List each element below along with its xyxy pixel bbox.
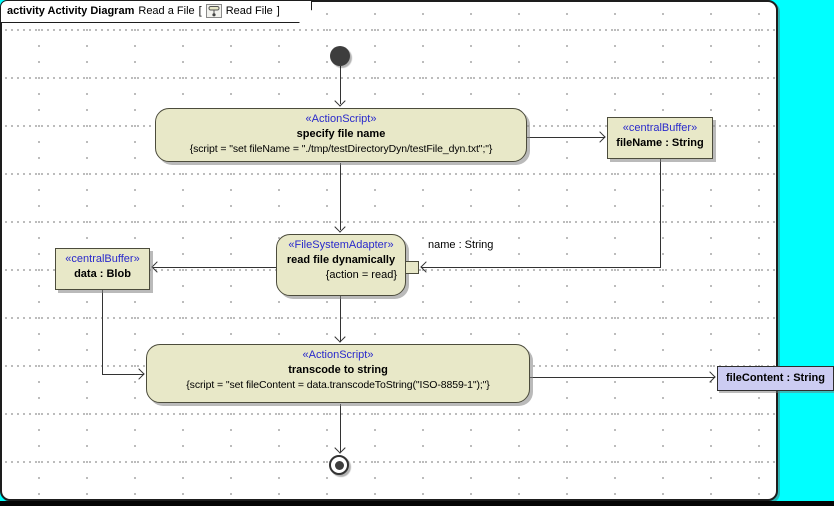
frame-bracket-open: [ <box>198 5 202 17</box>
pin-label: name : String <box>428 239 494 251</box>
buffer-name: fileName : String <box>616 137 704 149</box>
initial-node[interactable] <box>330 46 350 66</box>
edge-specify-to-filename-buffer[interactable] <box>527 137 605 138</box>
buffer-name: data : Blob <box>74 268 131 280</box>
stereotype-label: «FileSystemAdapter» <box>288 239 394 251</box>
edge-initial-to-specify[interactable] <box>340 66 341 104</box>
stereotype-label: «centralBuffer» <box>65 253 140 265</box>
edge-read-to-data-buffer[interactable] <box>152 267 276 268</box>
object-node-filecontent[interactable]: fileContent : String <box>717 366 834 391</box>
edge-read-to-transcode[interactable] <box>340 296 341 342</box>
action-property: {action = read} <box>325 269 397 281</box>
frame-diagram-ref: Read File <box>225 5 273 17</box>
edge-data-buffer-to-transcode-h[interactable] <box>102 374 144 375</box>
action-read-file-dynamically[interactable]: «FileSystemAdapter» read file dynamicall… <box>276 234 406 296</box>
central-buffer-data[interactable]: «centralBuffer» data : Blob <box>55 248 150 290</box>
window-bottom-edge <box>0 501 834 506</box>
object-node-name: fileContent : String <box>726 372 825 384</box>
central-buffer-filename[interactable]: «centralBuffer» fileName : String <box>607 117 713 159</box>
edge-filename-buffer-to-pin-v[interactable] <box>660 159 661 267</box>
final-node[interactable] <box>329 455 349 475</box>
action-specify-file-name[interactable]: «ActionScript» specify file name {script… <box>155 108 527 162</box>
edge-specify-to-read[interactable] <box>340 163 341 230</box>
activity-diagram-icon <box>206 4 222 18</box>
edge-transcode-to-final[interactable] <box>340 404 341 452</box>
final-node-dot <box>334 460 344 470</box>
action-name: specify file name <box>296 128 386 140</box>
frame-title-tab[interactable]: activity Activity Diagram Read a File [ … <box>0 0 312 23</box>
edge-filename-buffer-to-pin-h[interactable] <box>421 267 661 268</box>
action-script: {script = "set fileName = "./tmp/testDir… <box>189 143 493 155</box>
stereotype-label: «ActionScript» <box>305 113 377 125</box>
stereotype-label: «centralBuffer» <box>622 122 698 134</box>
action-name: transcode to string <box>288 364 388 376</box>
frame-keyword: activity Activity Diagram <box>7 5 135 17</box>
action-transcode-to-string[interactable]: «ActionScript» transcode to string {scri… <box>146 344 530 403</box>
action-name: read file dynamically <box>286 254 396 266</box>
input-pin-name[interactable] <box>405 261 419 274</box>
action-script: {script = "set fileContent = data.transc… <box>186 379 490 391</box>
edge-data-buffer-to-transcode-v[interactable] <box>102 290 103 374</box>
frame-bracket-close: ] <box>276 5 280 17</box>
stereotype-label: «ActionScript» <box>302 349 374 361</box>
edge-transcode-to-filecontent[interactable] <box>530 377 715 378</box>
frame-diagram-name: Read a File <box>138 5 195 17</box>
